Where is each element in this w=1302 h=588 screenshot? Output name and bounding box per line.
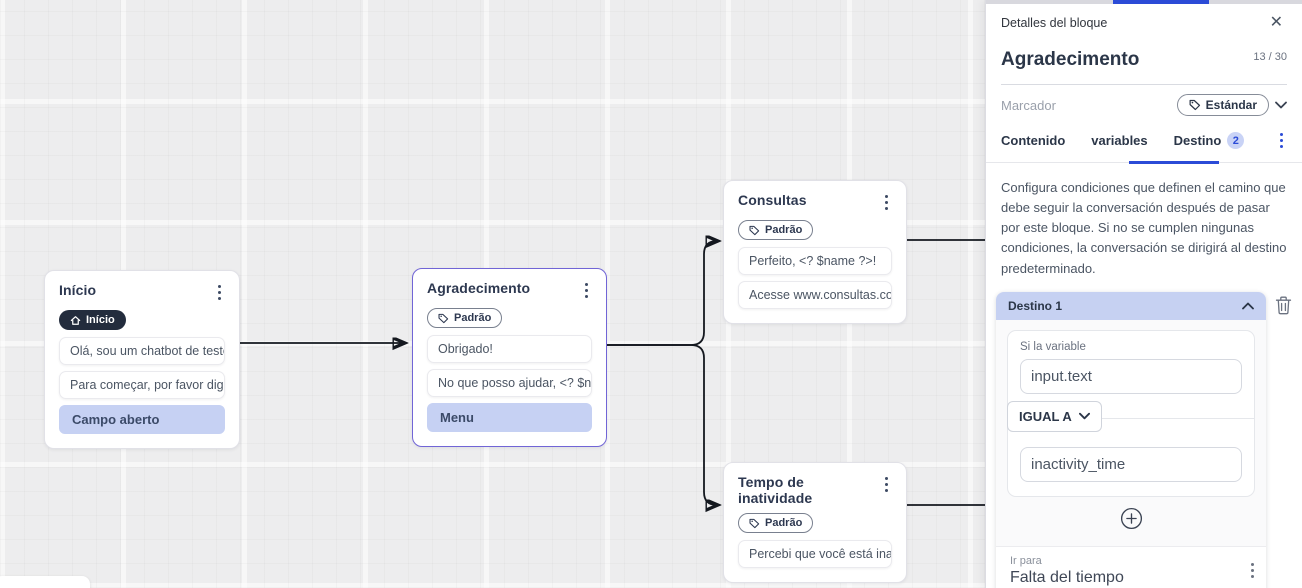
panel-top-tab-strip <box>986 0 1302 4</box>
chevron-down-icon <box>1078 412 1090 420</box>
node-tempo-inatividade[interactable]: Tempo de inatividade Padrão Percebi que … <box>723 462 907 583</box>
message-chip: Obrigado! <box>427 334 592 363</box>
condition-divider <box>1008 417 1254 419</box>
home-icon <box>70 315 81 326</box>
marker-value-chip[interactable]: Estándar <box>1176 94 1269 116</box>
output-chip[interactable]: Campo aberto <box>59 404 225 434</box>
canvas-toolbar[interactable] <box>0 576 90 588</box>
goto-value: Falta del tiempo <box>1010 568 1124 586</box>
node-title: Início <box>59 282 97 298</box>
marker-label: Marcador <box>1001 97 1056 113</box>
tab-contenido[interactable]: Contenido <box>1001 133 1066 148</box>
close-icon[interactable]: ✕ <box>1269 14 1283 31</box>
node-title: Tempo de inatividade <box>738 474 813 506</box>
destination-group: Destino 1 Si la variable IGUAL A <box>996 291 1266 588</box>
add-condition-button[interactable] <box>1120 507 1143 530</box>
active-tab-underline <box>1129 161 1219 164</box>
kebab-menu-icon[interactable] <box>214 282 225 303</box>
tab-variables[interactable]: variables <box>1091 133 1148 148</box>
node-inicio[interactable]: Início Início Olá, sou um chatbot de tes… <box>44 270 240 449</box>
variable-input[interactable] <box>1020 358 1242 394</box>
destination-header[interactable]: Destino 1 <box>996 291 1266 320</box>
badge-label: Padrão <box>454 312 492 324</box>
badge-label: Padrão <box>765 224 803 236</box>
goto-label: Ir para <box>1010 554 1042 567</box>
operator-dropdown[interactable]: IGUAL A <box>1007 400 1102 432</box>
output-chip[interactable]: Menu <box>427 402 592 432</box>
tag-icon <box>749 225 760 236</box>
tag-icon <box>438 313 449 324</box>
block-name[interactable]: Agradecimento <box>1001 49 1140 70</box>
message-chip: Acesse www.consultas.com par... <box>738 280 892 309</box>
tag-icon <box>1189 99 1201 111</box>
message-chip: No que posso ajudar, <? $name ... <box>427 368 592 397</box>
kebab-menu-icon[interactable] <box>881 474 892 495</box>
node-title: Agradecimento <box>427 280 531 296</box>
message-chip: Percebi que você está inativo. C... <box>738 539 892 568</box>
kebab-menu-icon[interactable] <box>881 192 892 213</box>
message-chip: Olá, sou um chatbot de teste! <box>59 336 225 365</box>
chevron-down-icon[interactable] <box>1275 101 1287 109</box>
tab-count-badge: 2 <box>1227 132 1245 149</box>
node-type-badge: Padrão <box>738 220 814 240</box>
node-type-badge: Padrão <box>738 513 814 533</box>
chevron-up-icon[interactable] <box>1242 302 1254 310</box>
node-consultas[interactable]: Consultas Padrão Perfeito, <? $name ?>! … <box>723 180 907 324</box>
char-counter: 13 / 30 <box>1253 51 1287 63</box>
active-tab-indicator <box>1113 0 1209 4</box>
node-type-badge: Início <box>59 310 126 330</box>
message-chip: Perfeito, <? $name ?>! <box>738 246 892 275</box>
node-title: Consultas <box>738 192 807 208</box>
node-type-badge: Padrão <box>427 308 503 328</box>
goto-kebab-menu-icon[interactable] <box>1247 560 1258 581</box>
kebab-menu-icon[interactable] <box>581 280 592 301</box>
node-agradecimento[interactable]: Agradecimento Padrão Obrigado! No que po… <box>412 268 607 447</box>
panel-title: Detalles del bloque <box>1001 16 1108 30</box>
value-input[interactable] <box>1020 446 1242 482</box>
tag-icon <box>749 518 760 529</box>
goto-destination[interactable]: Ir para Falta del tiempo <box>996 545 1266 588</box>
condition-label: Si la variable <box>1020 340 1086 353</box>
message-chip: Para começar, por favor digite o ... <box>59 370 225 399</box>
block-details-panel: Detalles del bloque ✕ Agradecimento 13 /… <box>985 0 1302 588</box>
marker-value: Estándar <box>1205 98 1257 112</box>
destination-description: Configura condiciones que definen el cam… <box>1001 180 1287 276</box>
badge-label: Padrão <box>765 517 803 529</box>
trash-icon[interactable] <box>1275 296 1292 320</box>
tabs-kebab-menu-icon[interactable] <box>1276 130 1287 151</box>
tab-destino[interactable]: Destino 2 <box>1174 132 1245 149</box>
condition-card: Si la variable IGUAL A <box>1007 329 1255 497</box>
badge-label: Início <box>86 314 115 326</box>
